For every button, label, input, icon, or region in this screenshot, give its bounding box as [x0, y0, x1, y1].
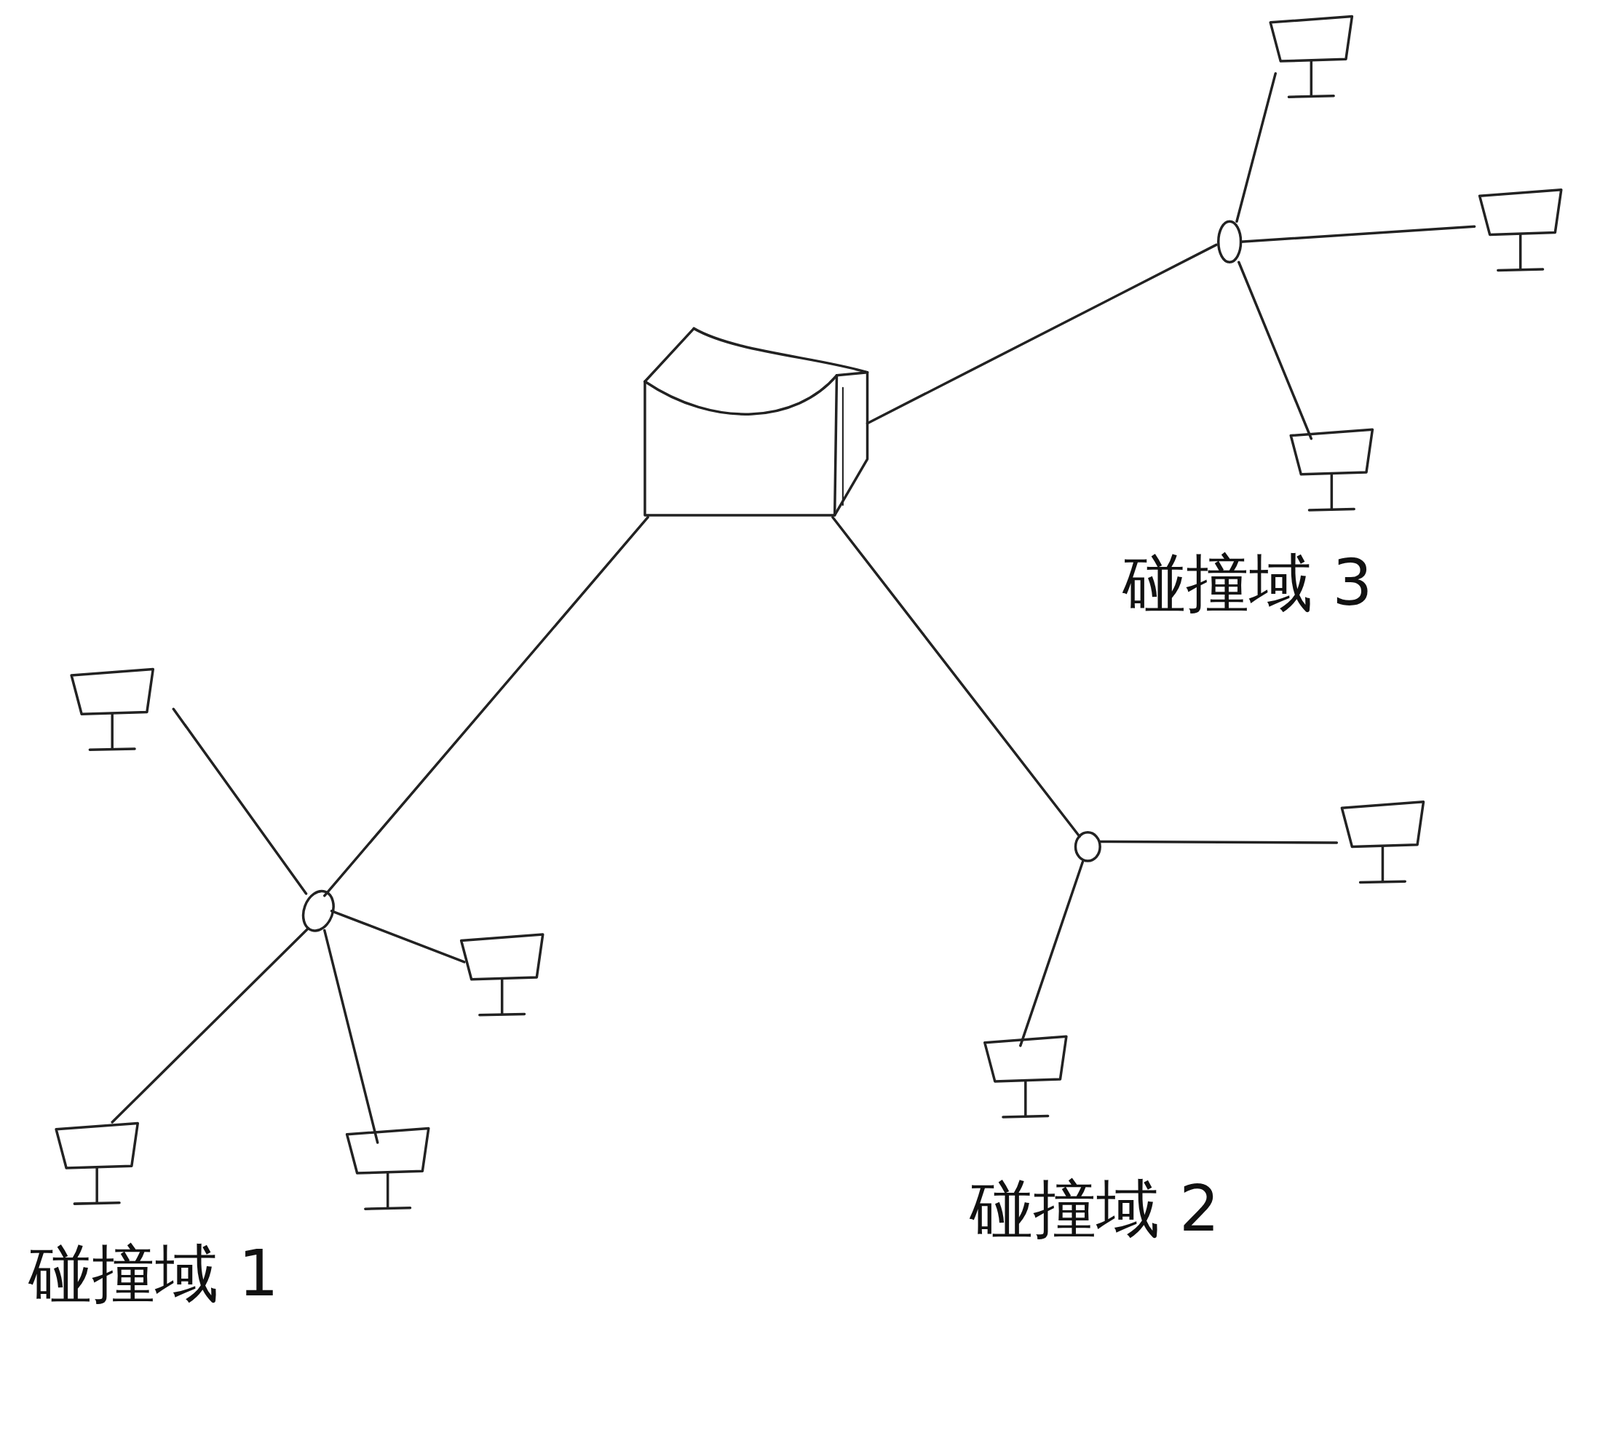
stand [1381, 846, 1385, 882]
stand [1330, 474, 1334, 510]
computer-icon [1290, 429, 1373, 511]
base [1498, 269, 1544, 271]
monitor [71, 669, 153, 715]
stand [1310, 61, 1314, 97]
computer-icon [56, 1123, 138, 1205]
base [1003, 1116, 1049, 1118]
computer-icon [461, 934, 544, 1016]
hub-symbols [297, 221, 1241, 936]
collision-domain-label: 碰撞域 3 [1122, 545, 1373, 622]
monitor [461, 934, 544, 980]
stand [110, 714, 114, 750]
base [1288, 96, 1334, 97]
base [89, 749, 135, 750]
computers [56, 16, 1562, 1210]
base [1309, 508, 1355, 510]
stand [1024, 1081, 1028, 1117]
stand [500, 979, 504, 1015]
base [365, 1208, 411, 1210]
base [1360, 881, 1406, 883]
computer-icon [1341, 802, 1424, 883]
station-wires [112, 73, 1475, 1143]
monitor [1341, 802, 1424, 848]
monitor [56, 1123, 138, 1169]
collision-domain-label: 碰撞域 1 [28, 1236, 279, 1313]
switch-symbol [644, 328, 868, 516]
computer-icon [1270, 16, 1352, 97]
stand [386, 1173, 390, 1209]
monitor [1290, 429, 1373, 475]
base [74, 1203, 120, 1205]
computer-icon [984, 1036, 1067, 1118]
monitor [347, 1128, 429, 1174]
computer-icon [1479, 189, 1562, 271]
stand [1519, 234, 1523, 270]
monitor [984, 1036, 1067, 1082]
monitor [1479, 189, 1562, 236]
monitor [1270, 16, 1352, 62]
base [479, 1014, 525, 1015]
collision-domain-label: 碰撞域 2 [969, 1171, 1221, 1247]
computer-icon [347, 1128, 429, 1210]
computer-icon [71, 669, 153, 751]
stand [95, 1168, 99, 1204]
trunk-wires [324, 244, 1217, 896]
